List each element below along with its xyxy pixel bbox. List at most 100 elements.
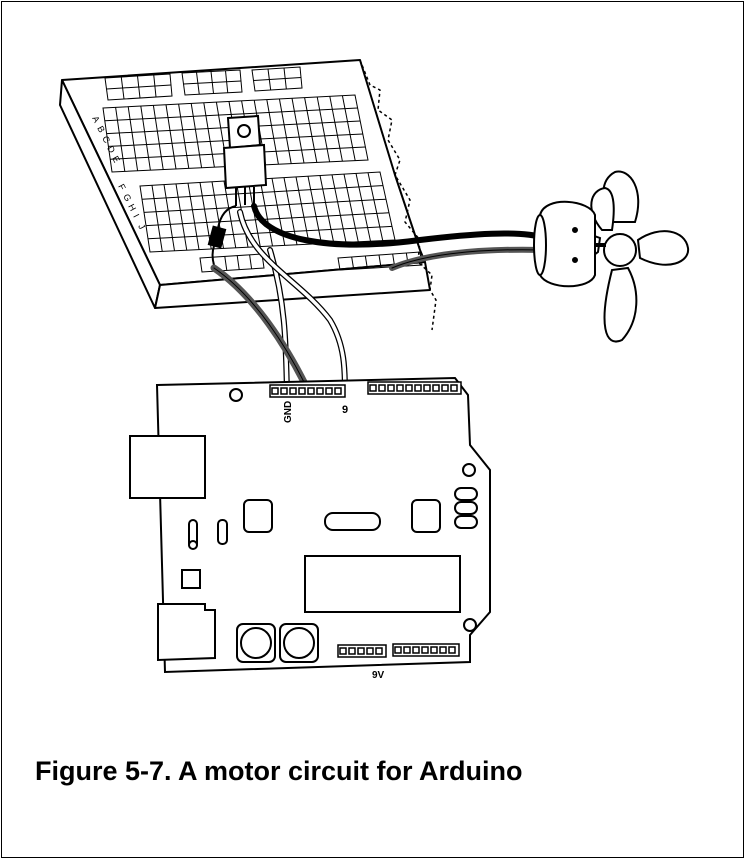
pin-label-9: 9 xyxy=(342,404,348,416)
transistor-mount-hole xyxy=(237,124,251,138)
breadboard-grid-line xyxy=(343,173,359,242)
breadboard-grid-line xyxy=(106,84,172,90)
breadboard-grid-line xyxy=(249,254,253,269)
fan-motor xyxy=(533,170,690,343)
breadboard-grid-line xyxy=(175,183,188,251)
row-label-j: J xyxy=(136,222,147,231)
header-pin xyxy=(289,387,297,395)
breadboard-grid-line xyxy=(341,95,356,161)
breadboard-grid-line xyxy=(319,175,335,244)
header-pin xyxy=(441,384,449,392)
arduino-board xyxy=(129,376,491,674)
motor-body xyxy=(539,200,596,288)
breadboard-grid-line xyxy=(152,105,164,170)
row-label-e: E xyxy=(110,154,122,164)
breadboard-grid-line xyxy=(266,99,279,165)
crystal xyxy=(324,512,381,531)
breadboard-grid-line xyxy=(259,178,273,247)
header-pin xyxy=(430,646,438,654)
header-pin xyxy=(448,646,456,654)
breadboard-grid-line xyxy=(367,172,384,241)
breadboard-grid-line xyxy=(223,181,237,248)
header-pin xyxy=(387,384,395,392)
header-pin xyxy=(394,646,402,654)
breadboard-grid-line xyxy=(283,177,298,245)
header-pin xyxy=(378,384,386,392)
fan-blade-right xyxy=(636,230,690,266)
header-pin xyxy=(316,387,324,395)
usb-chip xyxy=(243,499,273,533)
breadboard-grid-line xyxy=(351,256,355,270)
row-label-d: D xyxy=(105,144,117,155)
row-label-c: C xyxy=(100,134,112,145)
breadboard-grid-line xyxy=(329,96,343,162)
header-pin xyxy=(439,646,447,654)
breadboard-row-labels: A B C D E F G H I J xyxy=(90,114,147,231)
breadboard-grid-line xyxy=(183,80,242,85)
arduino-headers xyxy=(269,381,462,658)
row-label-f: F xyxy=(116,182,128,192)
row-label-g: G xyxy=(121,192,133,203)
microcontroller xyxy=(304,555,461,613)
breadboard-grid-line xyxy=(199,182,212,250)
breadboard-grid-line xyxy=(178,104,190,169)
usb-jack xyxy=(129,435,206,499)
header-pin xyxy=(421,646,429,654)
row-label-a: A xyxy=(90,114,102,124)
header-pin xyxy=(357,647,365,655)
breadboard-grid-line xyxy=(203,102,215,168)
breadboard-grid-line xyxy=(147,225,393,240)
header-pin xyxy=(298,387,306,395)
breadboard-grid-line xyxy=(355,173,371,242)
breadboard-grid-line xyxy=(307,176,322,244)
transistor-body xyxy=(222,143,268,190)
black-wire xyxy=(251,203,548,248)
breadboard-grid-line xyxy=(141,185,384,200)
header-pin xyxy=(339,647,347,655)
breadboard-grid-line xyxy=(151,185,163,252)
diode xyxy=(207,205,237,266)
fan-blade-bottom xyxy=(603,266,638,343)
row-label-i: I xyxy=(131,212,141,219)
header-pin xyxy=(348,647,356,655)
breadboard-grid-line xyxy=(127,106,139,171)
breadboard-grid-line xyxy=(143,198,387,213)
row-label-b: B xyxy=(95,124,107,134)
breadboard-grid-line xyxy=(331,174,347,243)
breadboard-grid-line xyxy=(165,104,177,170)
header-pin xyxy=(280,387,288,395)
header-pin xyxy=(271,387,279,395)
breadboard-grid-line xyxy=(187,183,200,250)
breadboard-grid-block xyxy=(181,69,243,96)
header-pin xyxy=(412,646,420,654)
header-pin xyxy=(366,647,374,655)
header-pin xyxy=(450,384,458,392)
breadboard-grid-block xyxy=(104,73,173,101)
breadboard-grid-block xyxy=(102,94,369,173)
breadboard-grid-line xyxy=(278,98,292,164)
breadboard-grid-line xyxy=(378,254,382,268)
breadboard-grid-block xyxy=(199,253,265,273)
breadboard-grid-line xyxy=(291,98,305,164)
header-pin xyxy=(325,387,333,395)
breadboard-hole-grids xyxy=(102,66,423,273)
header-pin xyxy=(432,384,440,392)
breadboard-grid-line xyxy=(104,107,358,122)
pin-label-9v: 9V xyxy=(372,670,385,681)
row-label-h: H xyxy=(126,202,138,212)
breadboard-grid-line xyxy=(236,255,240,270)
breadboard-grid-line xyxy=(295,176,310,245)
transistor xyxy=(222,114,268,206)
figure-caption: Figure 5-7. A motor circuit for Arduino xyxy=(35,756,523,786)
breadboard-grid-line xyxy=(145,212,390,227)
breadboard-grid-line xyxy=(163,184,175,251)
header-pin xyxy=(396,384,404,392)
header-pin xyxy=(414,384,422,392)
breadboard-grid-line xyxy=(190,103,203,168)
header-pin xyxy=(375,647,383,655)
breadboard-grid-line xyxy=(224,256,228,271)
breadboard-torn-edge xyxy=(359,59,437,331)
breadboard-grid-line xyxy=(253,77,302,81)
breadboard-grid-line xyxy=(140,105,151,171)
